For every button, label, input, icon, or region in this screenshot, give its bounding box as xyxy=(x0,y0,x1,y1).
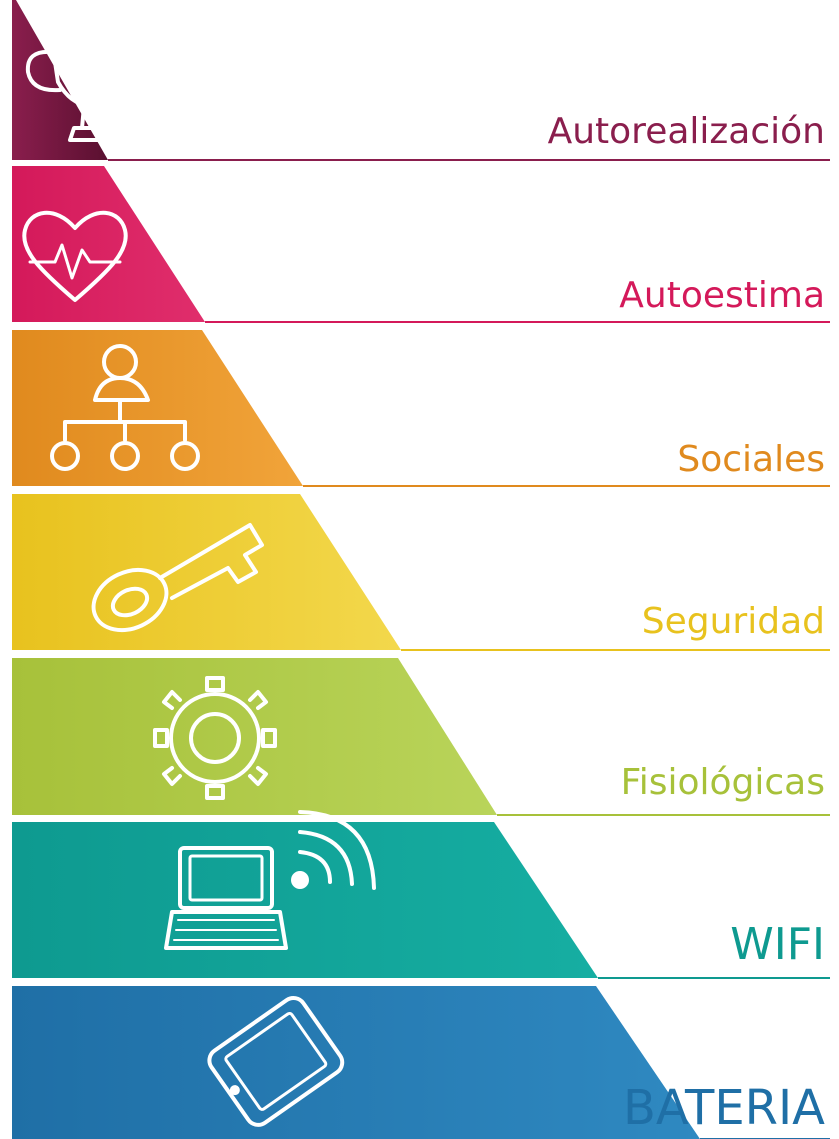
heart-pulse-icon xyxy=(22,210,128,302)
pyramid-band-3 xyxy=(12,330,303,486)
gear-icon xyxy=(153,676,277,800)
pyramid-band-2 xyxy=(12,166,205,322)
pyramid-band-7 xyxy=(12,986,700,1139)
level-label-fisiologicas: Fisiológicas xyxy=(620,762,825,803)
level-label-sociales: Sociales xyxy=(677,439,825,480)
level-label-autoestima: Autoestima xyxy=(619,275,825,316)
tablet-icon xyxy=(207,995,345,1127)
laptop-wifi-icon xyxy=(164,810,376,950)
level-label-wifi: WIFI xyxy=(730,919,825,970)
key-icon xyxy=(91,523,264,633)
trophy-number: 1 xyxy=(79,60,101,98)
level-label-seguridad: Seguridad xyxy=(641,601,825,642)
trophy-icon: 1 xyxy=(25,40,155,142)
level-label-autorealizacion: Autorealización xyxy=(547,111,825,152)
pyramid-band-5 xyxy=(12,658,497,815)
org-chart-icon xyxy=(50,344,200,471)
pyramid-band-6 xyxy=(12,822,598,978)
pyramid-band-4 xyxy=(12,494,401,650)
level-label-bateria: BATERIA xyxy=(622,1080,825,1136)
